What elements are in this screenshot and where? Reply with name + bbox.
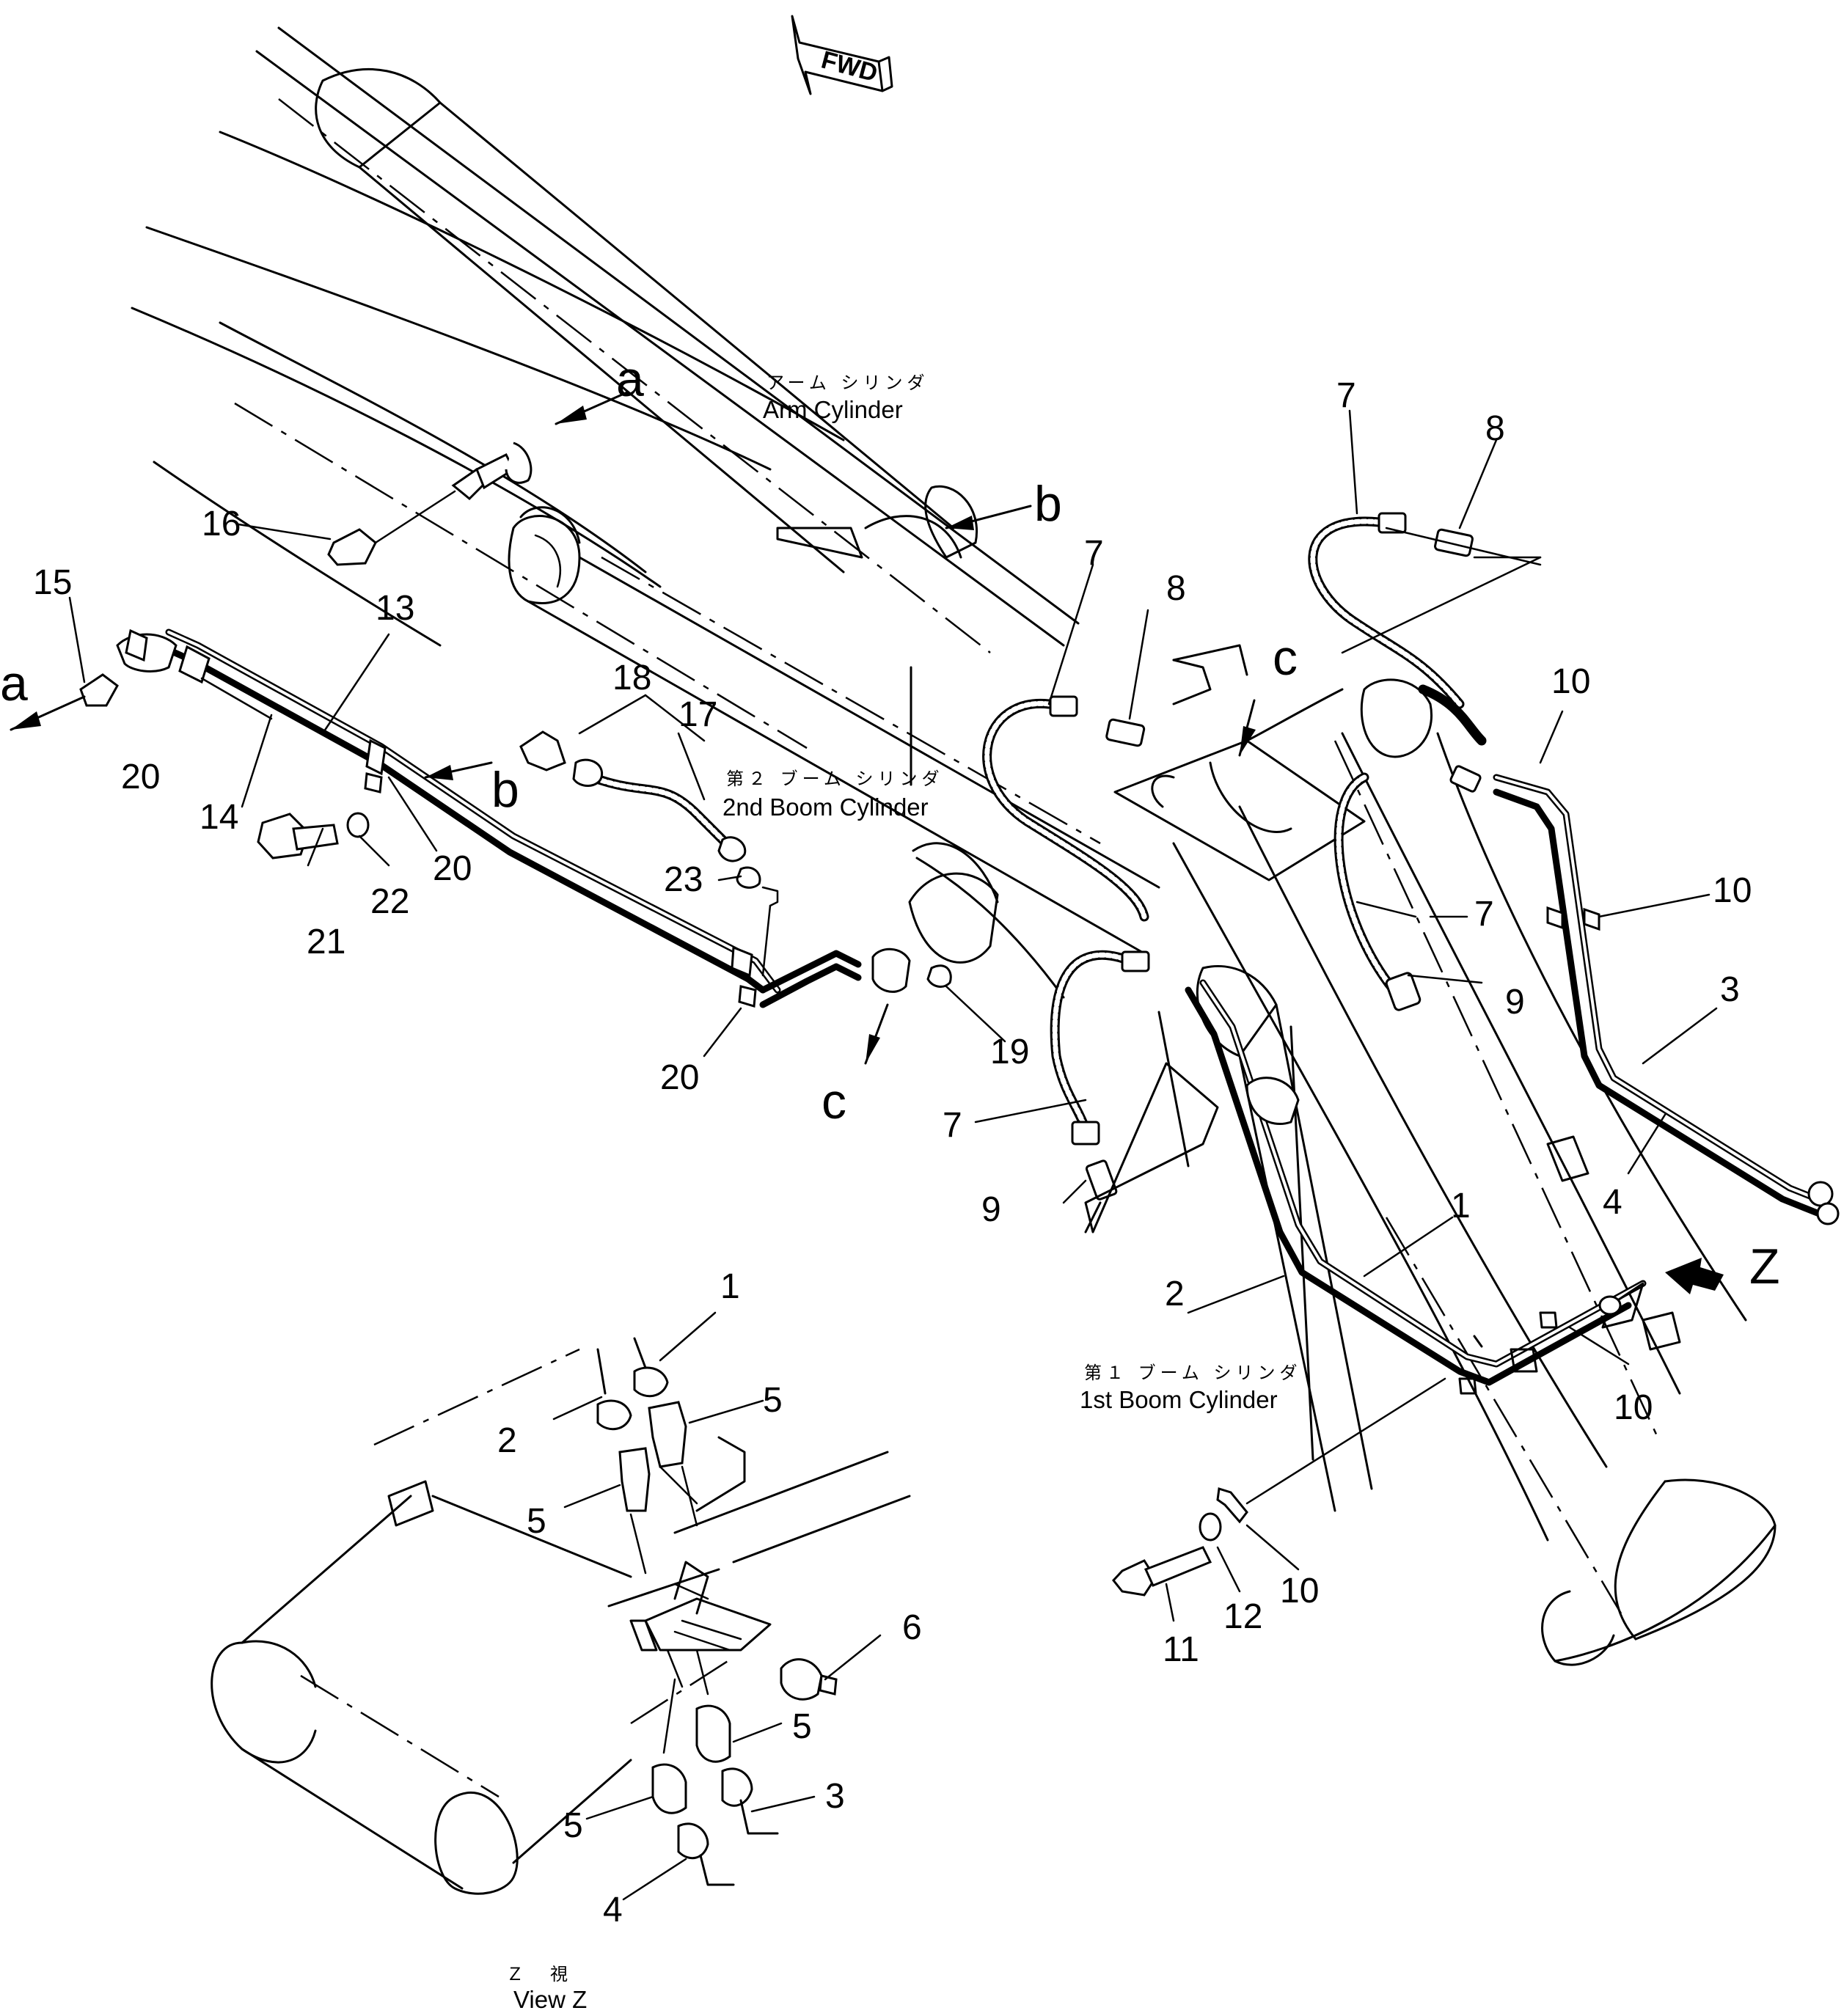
callout-10-low: 10 [1614,1388,1653,1427]
callout-19: 19 [990,1033,1029,1071]
boom2-cylinder-label-jp: 第２ ブーム シリンダ [726,769,944,789]
ref-letter-b-left: b [491,762,519,818]
callout-18: 18 [612,659,651,697]
leader-lines [10,391,1724,1622]
boom-hoses [982,512,1840,1597]
callout-20-left: 20 [121,758,160,796]
cylinder-labels: アーム シリンダ Arm Cylinder 第２ ブーム シリンダ 2nd Bo… [506,373,1302,2013]
callout-11: 11 [1163,1630,1199,1669]
ref-letter-c-right: c [1273,630,1298,686]
boom1-cylinder-label-jp: 第１ ブーム シリンダ [1084,1363,1302,1383]
callout-10-top: 10 [1551,662,1590,701]
reference-letters: a a b b c c Z [0,351,1780,1294]
callout-4-viewz: 4 [603,1891,623,1929]
callout-5-viewz-low: 5 [563,1806,583,1845]
callout-1-viewz: 1 [720,1267,740,1306]
ref-letter-c-left: c [822,1074,846,1129]
view-z-detail [211,1311,911,1901]
callout-20-bottom: 20 [660,1058,699,1097]
callout-14: 14 [200,798,238,837]
callout-6-viewz: 6 [902,1608,922,1647]
callout-4-right: 4 [1603,1183,1622,1222]
callout-5-viewz-mid: 5 [792,1707,812,1746]
ref-letter-a-left: a [0,656,28,711]
callout-8-top: 8 [1485,409,1505,448]
boom1-cylinder-label: 1st Boom Cylinder [1080,1386,1278,1413]
ref-letter-z: Z [1749,1239,1780,1294]
callout-12: 12 [1223,1597,1262,1636]
callout-2-right: 2 [1165,1275,1185,1313]
callout-7-left: 7 [943,1106,962,1145]
callout-3-right: 3 [1720,970,1740,1009]
part-callouts: 15 16 13 14 20 20 20 21 22 18 17 23 19 7… [33,376,1752,1929]
boom2-cylinder-label: 2nd Boom Cylinder [722,793,929,821]
callout-15: 15 [33,563,72,602]
callout-8-mid: 8 [1166,569,1186,608]
arm-cylinder [255,26,1080,653]
callout-13: 13 [376,589,414,628]
callout-5-viewz-top: 5 [763,1381,783,1420]
callout-7-mid: 7 [1084,534,1104,573]
callout-10-mid: 10 [1713,871,1752,910]
ref-letter-a-top: a [616,351,644,407]
callout-1-right: 1 [1451,1187,1471,1225]
callout-7-top: 7 [1336,376,1356,415]
callout-21: 21 [307,923,345,961]
arm-cylinder-label-jp: アーム シリンダ [766,373,929,393]
view-z-label-jp: Ｚ 視 [506,1964,572,1984]
callout-5-viewz-left: 5 [527,1502,546,1541]
callout-9-left: 9 [981,1190,1001,1229]
fwd-arrow-icon: FWD [791,15,893,95]
callout-3-viewz: 3 [825,1777,845,1816]
arm-cylinder-label: Arm Cylinder [763,396,903,423]
arm-pipes [79,441,1219,1234]
callout-10-bottom: 10 [1280,1572,1319,1610]
callout-20-mid: 20 [433,849,472,888]
callout-9-right: 9 [1505,983,1525,1022]
callout-17: 17 [678,695,717,734]
view-z-label: View Z [513,1986,587,2013]
callout-2-viewz: 2 [497,1421,517,1460]
callout-22: 22 [370,882,409,921]
callout-23: 23 [664,860,703,899]
fwd-text: FWD [819,46,881,88]
callout-7-right: 7 [1474,895,1494,934]
ref-letter-b-right: b [1034,476,1062,532]
callout-16: 16 [202,505,241,543]
